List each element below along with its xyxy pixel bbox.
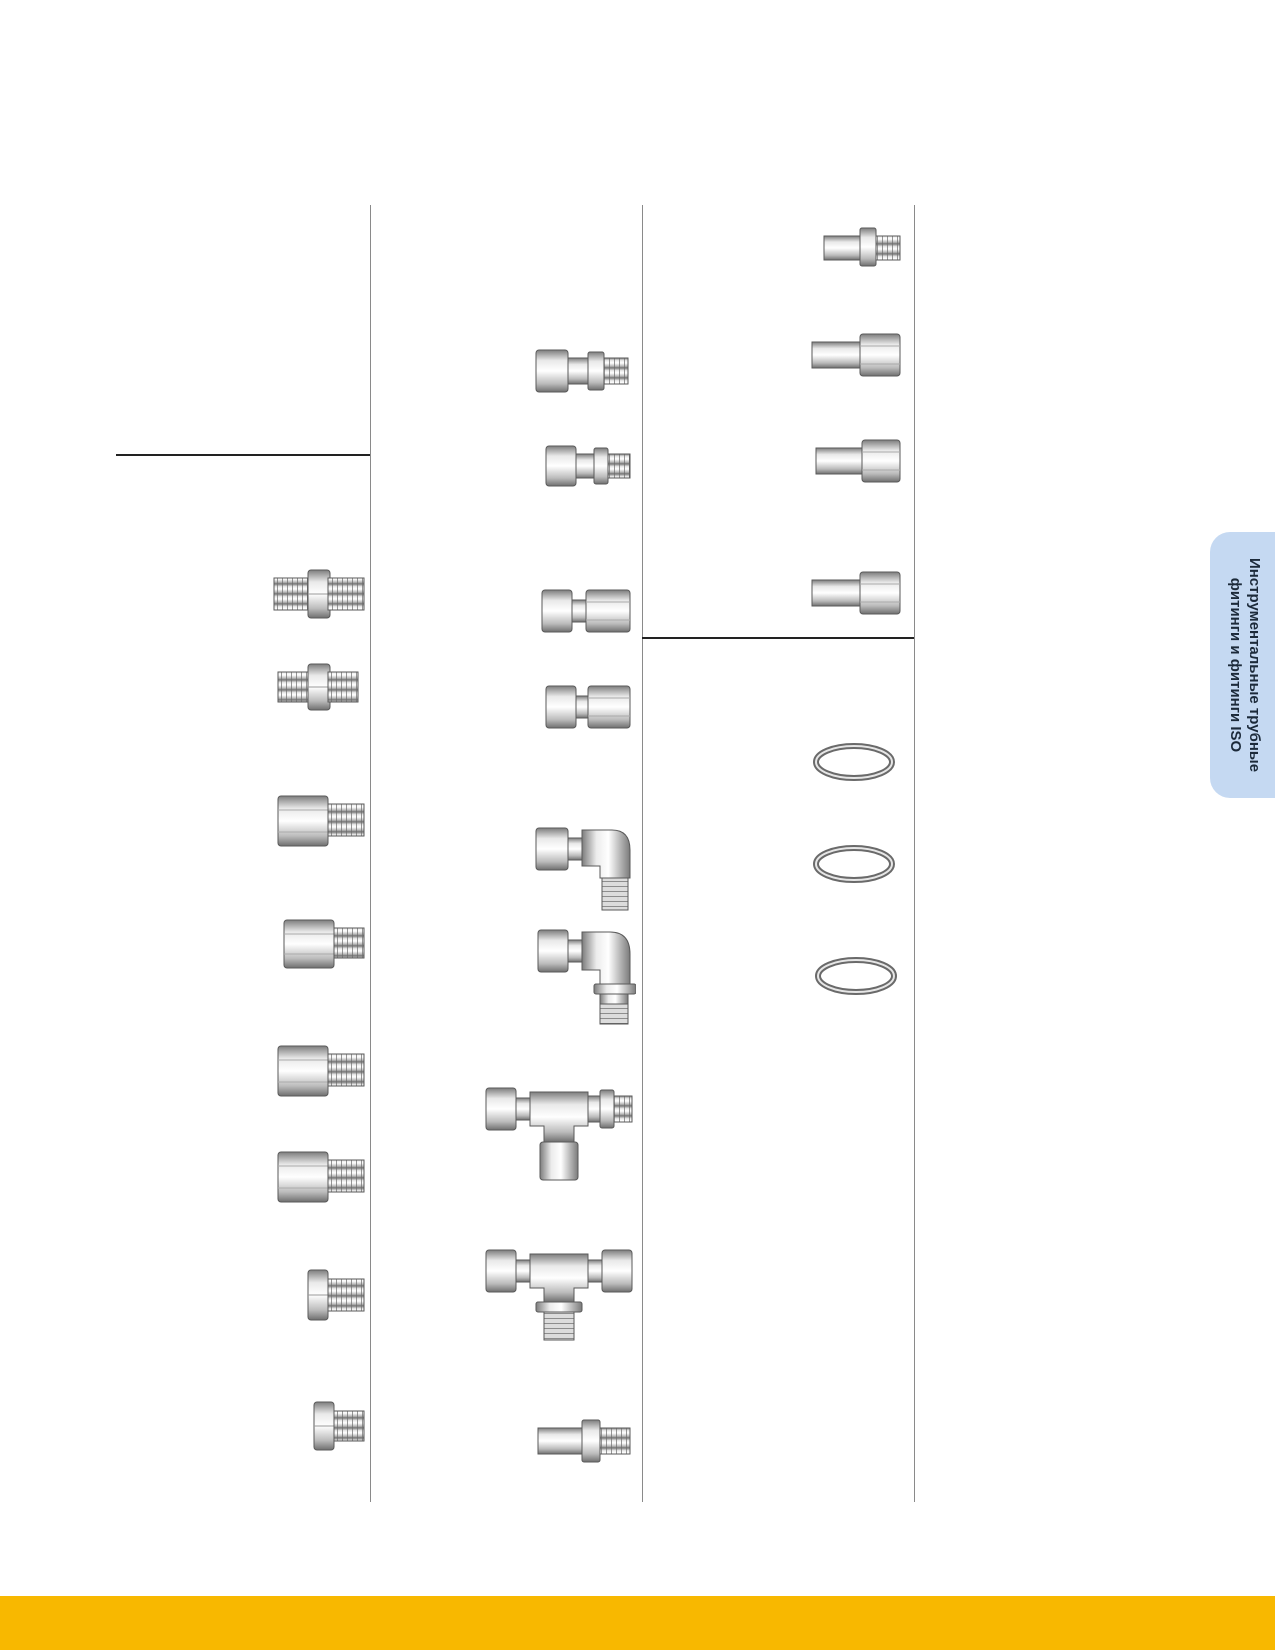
hex-nipple-fitting-small-image <box>277 663 359 711</box>
female-connector-fitting-small-image <box>545 685 631 729</box>
female-male-adapter-short-image <box>283 919 365 969</box>
run-tee-fitting-image <box>485 1249 633 1341</box>
footer-bar <box>0 1596 1275 1650</box>
side-tab-line-1: Инструментальные трубные <box>1246 557 1263 773</box>
tube-stub-female-adapter-image <box>811 333 901 377</box>
branch-tee-fitting-image <box>485 1087 633 1181</box>
ferrule-ring-image <box>813 743 895 781</box>
ferrule-ring-3-image <box>815 957 897 995</box>
hex-plug-fitting-small-image <box>313 1401 365 1451</box>
male-connector-fitting-image <box>535 349 629 393</box>
section-side-tab[interactable]: Инструментальные трубные фитинги и фитин… <box>1210 532 1275 798</box>
column-divider-3 <box>914 205 915 1502</box>
column-divider-1 <box>370 205 371 1502</box>
female-connector-fitting-image <box>541 589 631 633</box>
section-rule-2 <box>642 637 914 639</box>
female-male-adapter-2-image <box>277 1151 365 1203</box>
female-male-adapter-long-image <box>277 1045 365 1097</box>
column-divider-2 <box>642 205 643 1502</box>
tube-stub-female-adapter-3-image <box>811 571 901 615</box>
tube-stub-male-adapter-image <box>537 1419 631 1463</box>
hex-plug-fitting-image <box>307 1269 365 1321</box>
hex-nipple-fitting-image <box>273 569 365 619</box>
side-tab-label: Инструментальные трубные фитинги и фитин… <box>1226 535 1264 795</box>
side-tab-line-2: фитинги и фитинги ISO <box>1227 577 1244 753</box>
tube-stub-female-adapter-2-image <box>815 439 901 483</box>
section-rule-1 <box>116 454 370 456</box>
male-elbow-fitting-image <box>535 827 631 911</box>
male-connector-fitting-small-image <box>545 445 631 487</box>
positionable-elbow-fitting-image <box>537 929 636 1025</box>
ferrule-ring-2-image <box>813 845 895 883</box>
tube-stub-adapter-small-image <box>823 227 901 267</box>
female-male-adapter-image <box>277 795 365 847</box>
